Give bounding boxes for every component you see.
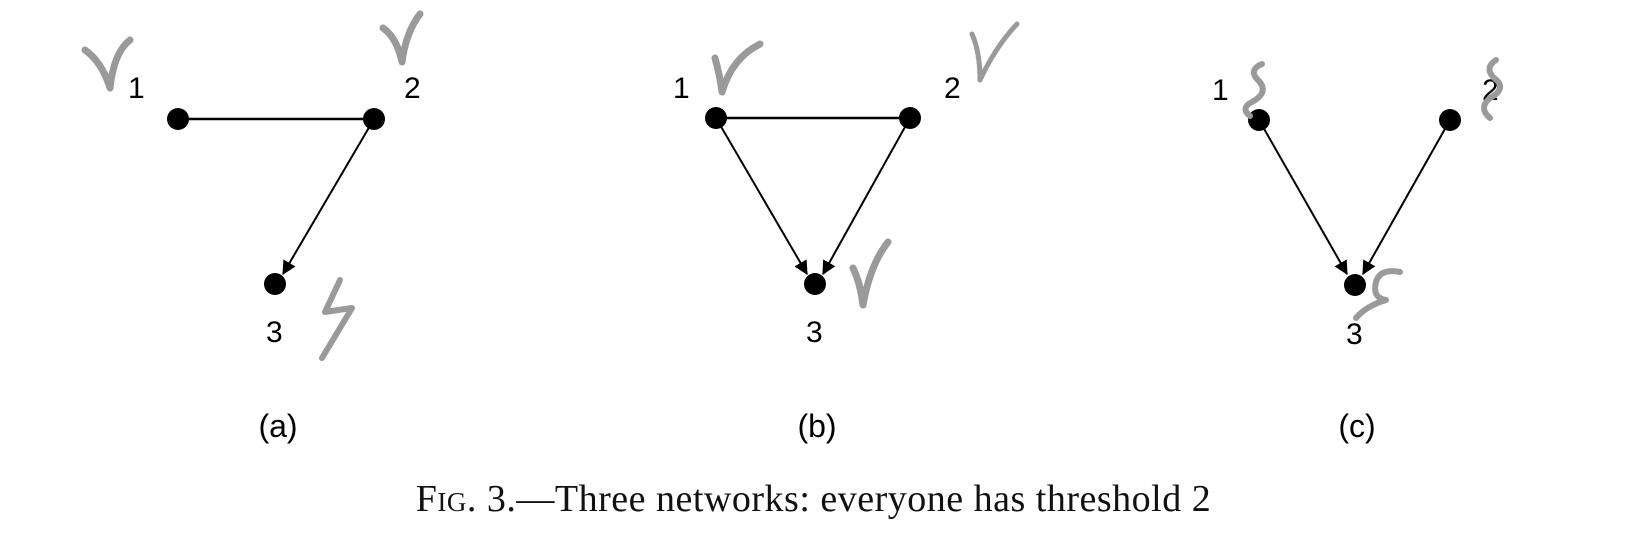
check-mark-node-1	[81, 36, 134, 92]
node-2	[1439, 109, 1461, 131]
caption-text: —Three networks: everyone has threshold …	[516, 478, 1212, 520]
node-2-label: 2	[404, 72, 421, 105]
node-1	[1248, 109, 1270, 131]
node-1	[705, 107, 727, 129]
panel-label-c: (c)	[1338, 408, 1375, 444]
caption-number: 3.	[476, 478, 517, 520]
check-mark-node-3	[849, 238, 892, 309]
node-2	[899, 107, 921, 129]
squiggle-mark-node-2	[1481, 57, 1503, 121]
node-1-label: 1	[673, 72, 690, 105]
panel-b: 1 2 3 (b)	[673, 21, 1020, 444]
node-2	[363, 108, 385, 130]
check-mark-node-2	[969, 21, 1020, 83]
edge-2-3-arrow	[1362, 119, 1451, 276]
panel-a: 1 2 3 (a)	[81, 10, 424, 444]
edge-1-3-arrow	[715, 117, 808, 276]
node-1	[167, 108, 189, 130]
edge-1-3-arrow	[1258, 119, 1348, 276]
node-3-label: 3	[1346, 318, 1363, 351]
panel-label-b: (b)	[797, 408, 836, 444]
panel-label-a: (a)	[258, 408, 297, 444]
node-3	[264, 273, 286, 295]
edge-2-3-arrow	[282, 118, 375, 276]
panel-c: 1 2 3 (c)	[1212, 57, 1503, 444]
network-diagrams: 1 2 3 (a) 1 2 3 (b) 1 2 3 (c)	[81, 10, 1503, 444]
squiggle-mark-node-3	[1353, 268, 1403, 321]
caption-fig: Fig.	[415, 478, 477, 520]
check-mark-node-2	[379, 10, 424, 66]
node-3	[804, 273, 826, 295]
check-mark-node-1	[711, 40, 764, 96]
node-3-label: 3	[266, 316, 283, 349]
squiggle-mark-node-3	[319, 277, 355, 361]
squiggle-mark-node-1	[1242, 61, 1266, 119]
node-3	[1344, 274, 1366, 296]
node-1-label: 1	[1212, 74, 1229, 107]
edge-2-3-arrow	[822, 117, 911, 276]
node-3-label: 3	[806, 316, 823, 349]
node-1-label: 1	[128, 72, 145, 105]
node-2-label: 2	[944, 72, 961, 105]
figure-caption: Fig. 3.—Three networks: everyone has thr…	[0, 477, 1627, 521]
